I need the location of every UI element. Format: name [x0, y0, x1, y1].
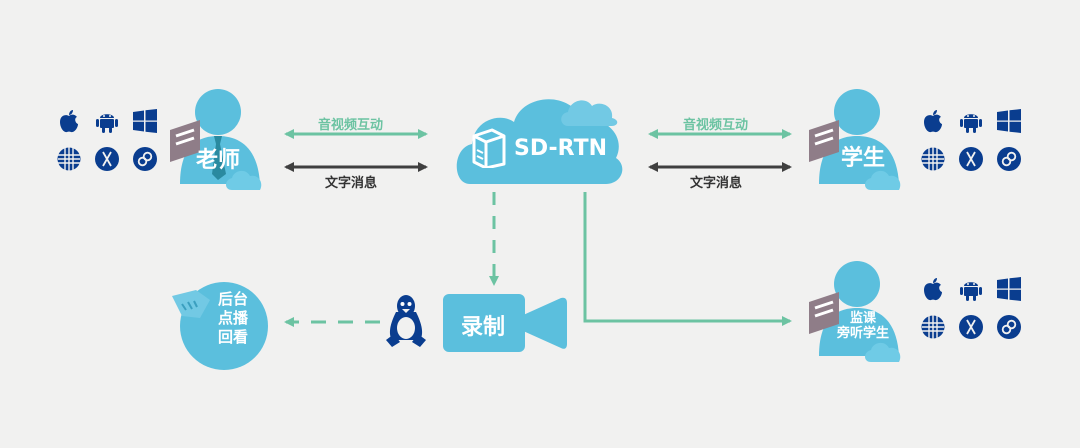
monitor-label-line2: 旁听学生 — [836, 325, 889, 341]
recorder-node: 录制 — [443, 294, 567, 352]
playback-line3: 回看 — [218, 328, 249, 346]
teacher-platforms — [56, 108, 158, 172]
student-label: 学生 — [841, 146, 886, 171]
x-icon — [94, 146, 120, 172]
video-camera-icon — [443, 294, 567, 352]
linux-icon — [386, 294, 426, 348]
monitor-label: 监课 旁听学生 — [831, 311, 895, 342]
apple-icon — [920, 108, 946, 134]
hand-pointer-icon — [172, 290, 210, 318]
link-icon — [996, 314, 1022, 340]
monitor-node: 监课 旁听学生 — [805, 260, 909, 364]
apple-icon — [56, 108, 82, 134]
windows-icon — [996, 276, 1022, 302]
apple-icon — [920, 276, 946, 302]
android-icon — [958, 276, 984, 302]
android-icon — [958, 108, 984, 134]
student-platforms — [920, 108, 1022, 172]
link-icon — [132, 146, 158, 172]
playback-node: 后台 点播 回看 — [172, 280, 270, 372]
playback-label: 后台 点播 回看 — [218, 290, 248, 347]
teacher-node: 老师 — [166, 88, 270, 192]
teacher-label: 老师 — [196, 148, 241, 173]
student-node: 学生 — [805, 88, 909, 192]
text-label-left: 文字消息 — [325, 176, 378, 191]
server-box-icon — [470, 126, 508, 170]
cloud-icon — [456, 99, 623, 184]
web-icon — [920, 314, 946, 340]
monitor-arrow — [583, 192, 792, 326]
av-label-right: 音视频互动 — [683, 118, 749, 133]
x-icon — [958, 146, 984, 172]
android-icon — [94, 108, 120, 134]
windows-icon — [996, 108, 1022, 134]
x-icon — [958, 314, 984, 340]
web-icon — [56, 146, 82, 172]
monitor-platforms — [920, 276, 1022, 340]
chat-board-icon — [170, 120, 200, 162]
recorder-label: 录制 — [461, 315, 506, 340]
person-icon — [819, 261, 901, 362]
link-icon — [996, 146, 1022, 172]
sd-rtn-cloud: SD-RTN — [450, 86, 630, 190]
text-label-right: 文字消息 — [690, 176, 743, 191]
web-icon — [920, 146, 946, 172]
sd-rtn-label: SD-RTN — [514, 136, 608, 161]
monitor-label-line1: 监课 — [849, 311, 876, 326]
av-label-left: 音视频互动 — [318, 118, 384, 133]
chat-board-icon — [809, 120, 839, 162]
playback-line1: 后台 — [218, 290, 249, 308]
windows-icon — [132, 108, 158, 134]
chat-board-icon — [809, 292, 839, 334]
playback-line2: 点播 — [218, 309, 249, 327]
person-icon — [819, 89, 901, 190]
